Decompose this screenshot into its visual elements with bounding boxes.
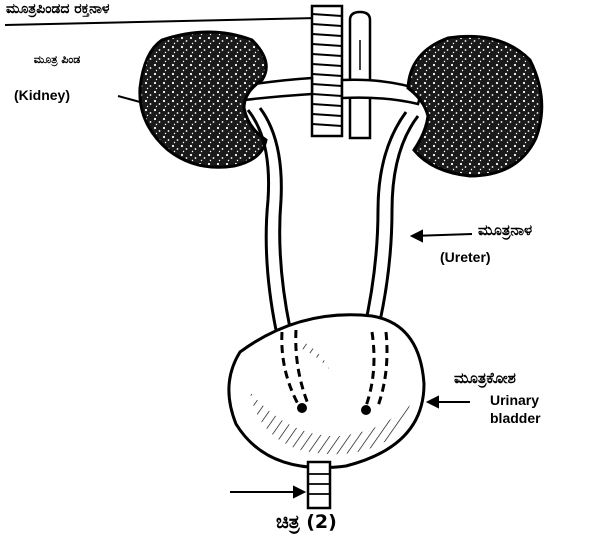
figure-caption: ಚಿತ್ರ (2)	[276, 512, 337, 533]
urinary-bladder	[229, 315, 424, 468]
ureter-label-english: (Ureter)	[440, 250, 491, 265]
urethra	[308, 462, 330, 508]
right-kidney	[408, 36, 542, 176]
ureters	[248, 108, 418, 330]
kidney-label-english: (Kidney)	[14, 88, 70, 103]
aorta	[312, 6, 342, 136]
ureter-label-kannada: ಮೂತ್ರನಾಳ	[478, 222, 532, 239]
renal-vessel-pointer	[5, 18, 318, 25]
renal-vessel-label: ಮೂತ್ರಪಿಂಡದ ರಕ್ತನಾಳ	[6, 2, 110, 17]
bladder-label-english-1: Urinary	[490, 393, 539, 408]
bladder-label-english-2: bladder	[490, 411, 541, 426]
kidney-label-kannada: ಮೂತ್ರ ಪಿಂಡ	[30, 54, 84, 66]
bladder-label-kannada: ಮೂತ್ರಕೋಶ	[454, 370, 516, 387]
vena-cava	[350, 12, 370, 138]
